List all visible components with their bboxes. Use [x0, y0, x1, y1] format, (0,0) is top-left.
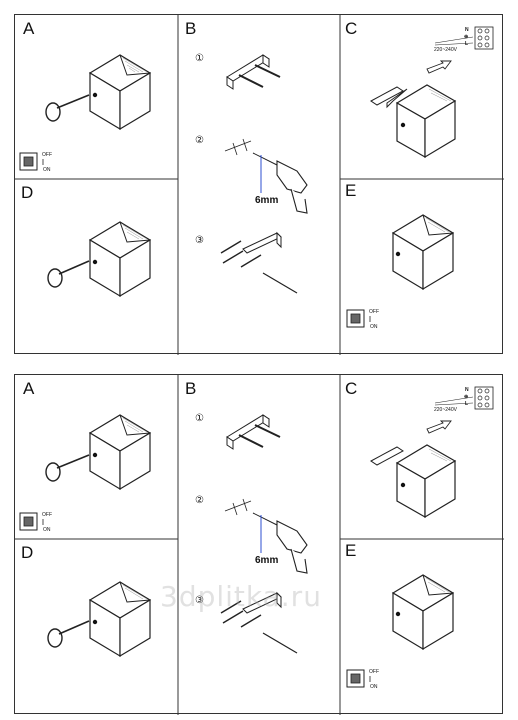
switch-on-label-a: ON [43, 167, 51, 173]
switch-off-label-e: OFF [369, 669, 379, 675]
switch-off-label-a: OFF [42, 512, 52, 518]
terminal-label-ground: ⊕ [464, 394, 469, 400]
cube-icon-d [88, 221, 152, 298]
voltage-label: 220~240V [434, 47, 457, 53]
arrow-icon-c [426, 60, 452, 74]
panel-label-e: E [345, 181, 357, 200]
drill-size-label: 6mm [255, 195, 279, 206]
switch-icon-a [19, 152, 44, 171]
terminal-label-n: N [465, 27, 469, 33]
arrow-icon-c [426, 420, 452, 434]
switch-icon-e [346, 309, 371, 328]
terminal-label-l: L [465, 401, 469, 407]
switch-off-label-e: OFF [369, 309, 379, 315]
cube-icon-c [370, 444, 457, 519]
instruction-sheet-top: A B C D E ① ② ③ 6mm OFF ON OFF ON 220~24… [14, 14, 504, 355]
step-number-3: ③ [195, 235, 204, 246]
drill-icon [224, 498, 308, 574]
mounting-kit-icon [220, 231, 298, 294]
switch-icon-a [19, 512, 44, 531]
switch-icon-e [346, 669, 371, 688]
cube-icon-d [88, 581, 152, 658]
switch-on-label-e: ON [370, 324, 378, 330]
panel-label-b: B [185, 19, 197, 38]
screw-icon-d [47, 620, 90, 648]
step-number-1: ① [195, 53, 204, 64]
panel-label-a: A [23, 19, 35, 38]
voltage-label: 220~240V [434, 407, 457, 413]
drill-icon [224, 138, 308, 214]
switch-on-label-a: ON [43, 527, 51, 533]
cube-icon-a [88, 414, 152, 491]
panel-label-c: C [345, 19, 358, 38]
panel-label-e: E [345, 541, 357, 560]
panel-label-b: B [185, 379, 197, 398]
screw-icon-a [45, 94, 90, 122]
drill-size-label: 6mm [255, 555, 279, 566]
screw-icon-a [45, 454, 90, 482]
step-number-1: ① [195, 413, 204, 424]
panel-label-a: A [23, 379, 35, 398]
bracket-icon-step1 [226, 54, 281, 90]
step-number-2: ② [195, 495, 204, 506]
switch-off-label-a: OFF [42, 152, 52, 158]
terminal-label-l: L [465, 41, 469, 47]
panel-label-d: D [21, 183, 34, 202]
switch-on-label-e: ON [370, 684, 378, 690]
cube-icon-e [391, 574, 455, 651]
step-number-3: ③ [195, 595, 204, 606]
terminal-label-n: N [465, 387, 469, 393]
cube-icon-c [370, 84, 457, 159]
cube-icon-e [391, 214, 455, 291]
panel-label-c: C [345, 379, 358, 398]
cube-icon-a [88, 54, 152, 131]
wiring-terminal-icon [434, 26, 494, 50]
bracket-icon-step1 [226, 414, 281, 450]
step-number-2: ② [195, 135, 204, 146]
watermark: 3dplitka.ru [160, 580, 322, 613]
instruction-sheet-bottom: A B C D E ① ② ③ 6mm OFF ON OFF ON 220~24… [14, 374, 504, 715]
screw-icon-d [47, 260, 90, 288]
terminal-label-ground: ⊕ [464, 34, 469, 40]
sheet-drawing [15, 15, 504, 355]
wiring-terminal-icon [434, 386, 494, 410]
panel-label-d: D [21, 543, 34, 562]
mounting-kit-icon [220, 591, 298, 654]
sheet-drawing [15, 375, 504, 715]
